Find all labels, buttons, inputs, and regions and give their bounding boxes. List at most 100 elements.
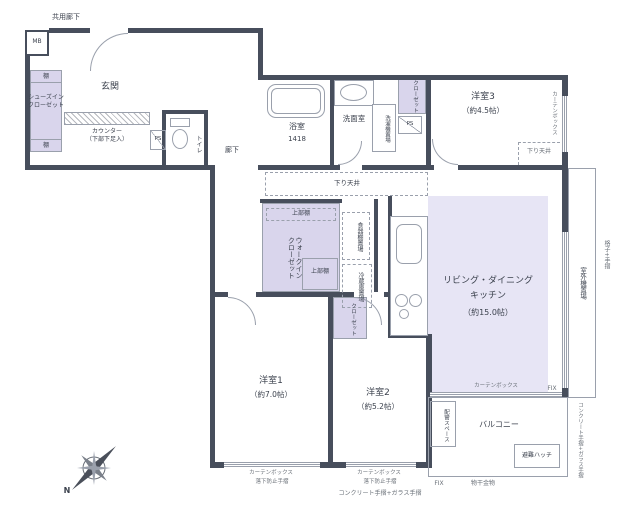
meter-box (25, 30, 49, 56)
entrance-label: 玄関 (100, 82, 119, 92)
fix-window-label: FIX (547, 385, 557, 392)
washroom-closet-label: クローゼット (412, 80, 418, 113)
wall-segment (416, 462, 432, 468)
lowered-ceiling-zone (518, 142, 560, 165)
fall-prevention-rail-label: 落下防止手摺 (363, 479, 397, 485)
wall-segment (388, 334, 432, 338)
fall-prevention-rail-label: 落下防止手摺 (255, 479, 289, 485)
outdoor-unit-area: 室外機置場 (568, 168, 596, 398)
upper-shelf-band (266, 208, 336, 221)
room2-closet-label: クローゼット (350, 302, 356, 336)
laundry-hardware-label: 物干金物 (470, 480, 495, 487)
pipe-shaft-label: PS (406, 121, 414, 127)
balcony-area (428, 397, 568, 477)
entrance-counter (64, 112, 150, 125)
balcony-label: バルコニー (479, 420, 519, 429)
shelf-label: 棚 (42, 73, 49, 80)
pipe-space-label: 配管スペース (443, 408, 449, 442)
washer-space-box (372, 104, 396, 152)
cupboard-space-box (342, 212, 370, 260)
wall-segment (258, 28, 263, 80)
wall-segment (25, 165, 213, 170)
wall-segment (384, 292, 392, 297)
fridge-space-label: 冷蔵庫置場 (357, 272, 364, 302)
fix-window-label: FIX (434, 480, 444, 487)
escape-hatch-label: 避難ハッチ (521, 452, 552, 459)
toilet-tank-icon (170, 118, 190, 127)
washroom-label: 洗面室 (342, 114, 366, 123)
cupboard-space-label: 食器棚置場 (356, 222, 363, 252)
hallway-label: 廊下 (225, 146, 239, 154)
sliding-window (430, 392, 562, 397)
curtain-box-label: カーテンボックス (249, 470, 293, 476)
bathtub-icon (267, 84, 325, 118)
north-label: N (63, 486, 71, 495)
wall-segment (258, 165, 340, 170)
pipe-shaft-label: PS (154, 136, 162, 142)
shoe-shelf-bottom (30, 139, 62, 152)
wall-segment (562, 78, 568, 96)
pipe-shaft-box (150, 130, 166, 150)
walk-in-closet-label: ウォークイン クローゼット (287, 237, 303, 279)
wall-segment (562, 170, 568, 232)
shoe-shelf-top (30, 70, 62, 83)
ldk-label-line2: キッチン (469, 291, 506, 301)
room2-size-label: （約5.2帖） (357, 402, 399, 411)
meter-box-label: MB (32, 38, 42, 45)
shelf-label: 棚 (42, 142, 49, 149)
washbasin-icon (340, 84, 367, 101)
toilet-label: トイレ (195, 135, 202, 153)
window (346, 462, 416, 467)
kitchen-sink-icon (396, 224, 422, 264)
wall-segment (562, 388, 568, 398)
wall-segment (25, 56, 30, 170)
ldk-size-label: （約15.0帖） (463, 308, 513, 317)
wall-segment (210, 165, 215, 468)
wall-segment (260, 199, 342, 203)
pipe-space-box (430, 401, 456, 447)
wall-segment (162, 110, 208, 114)
wall-segment (426, 334, 432, 462)
curtain-box-label: カーテンボックス (357, 470, 401, 476)
wall-segment (374, 199, 378, 292)
pipe-shaft-box (398, 116, 422, 134)
wall-segment (426, 78, 431, 165)
wall-segment (328, 292, 333, 462)
upper-shelf-box (302, 258, 338, 290)
window (224, 462, 320, 467)
entrance-door-arc (90, 33, 128, 71)
lowered-ceiling-label: 下り天井 (526, 148, 551, 155)
concrete-glass-rail-label: コンクリート手摺+ガラス手摺 (577, 401, 583, 479)
wall-segment (128, 28, 262, 33)
room2-label: 洋室2 (366, 388, 390, 398)
stove-burner-icon (409, 294, 422, 307)
wall-segment (562, 152, 568, 170)
room3-door-arc (432, 139, 458, 165)
compass-icon (62, 436, 126, 500)
wall-segment (258, 75, 568, 80)
ldk-label-line1: リビング・ダイニング (442, 276, 533, 286)
counter-label: カウンター （下部下足入） (85, 128, 128, 143)
window (562, 96, 567, 152)
room3-size-label: （約4.5帖） (462, 106, 504, 115)
room3-label: 洋室3 (471, 92, 495, 102)
upper-shelf-label: 上部棚 (310, 268, 329, 275)
lattice-rail-label: 格子+手摺 (603, 240, 610, 270)
upper-shelf-label: 上部棚 (291, 210, 310, 217)
wall-segment (330, 80, 334, 165)
room1-door-arc (228, 297, 256, 325)
curtain-box-label: カーテンボックス (474, 383, 518, 389)
wall-segment (210, 462, 224, 468)
stove-burner-icon (395, 294, 408, 307)
lowered-ceiling-label: 下り天井 (318, 179, 376, 188)
concrete-glass-rail-label: コンクリート手摺+ガラス手摺 (338, 490, 422, 497)
wall-segment (320, 462, 346, 468)
wall-segment (204, 110, 208, 165)
washer-space-label: 洗濯機置場 (384, 115, 390, 143)
bathroom-size-label: 1418 (288, 135, 306, 143)
curtain-box-label: カーテンボックス (551, 91, 557, 135)
wall-segment (49, 28, 90, 33)
escape-hatch-box (514, 444, 560, 468)
room1-label: 洋室1 (259, 376, 283, 386)
